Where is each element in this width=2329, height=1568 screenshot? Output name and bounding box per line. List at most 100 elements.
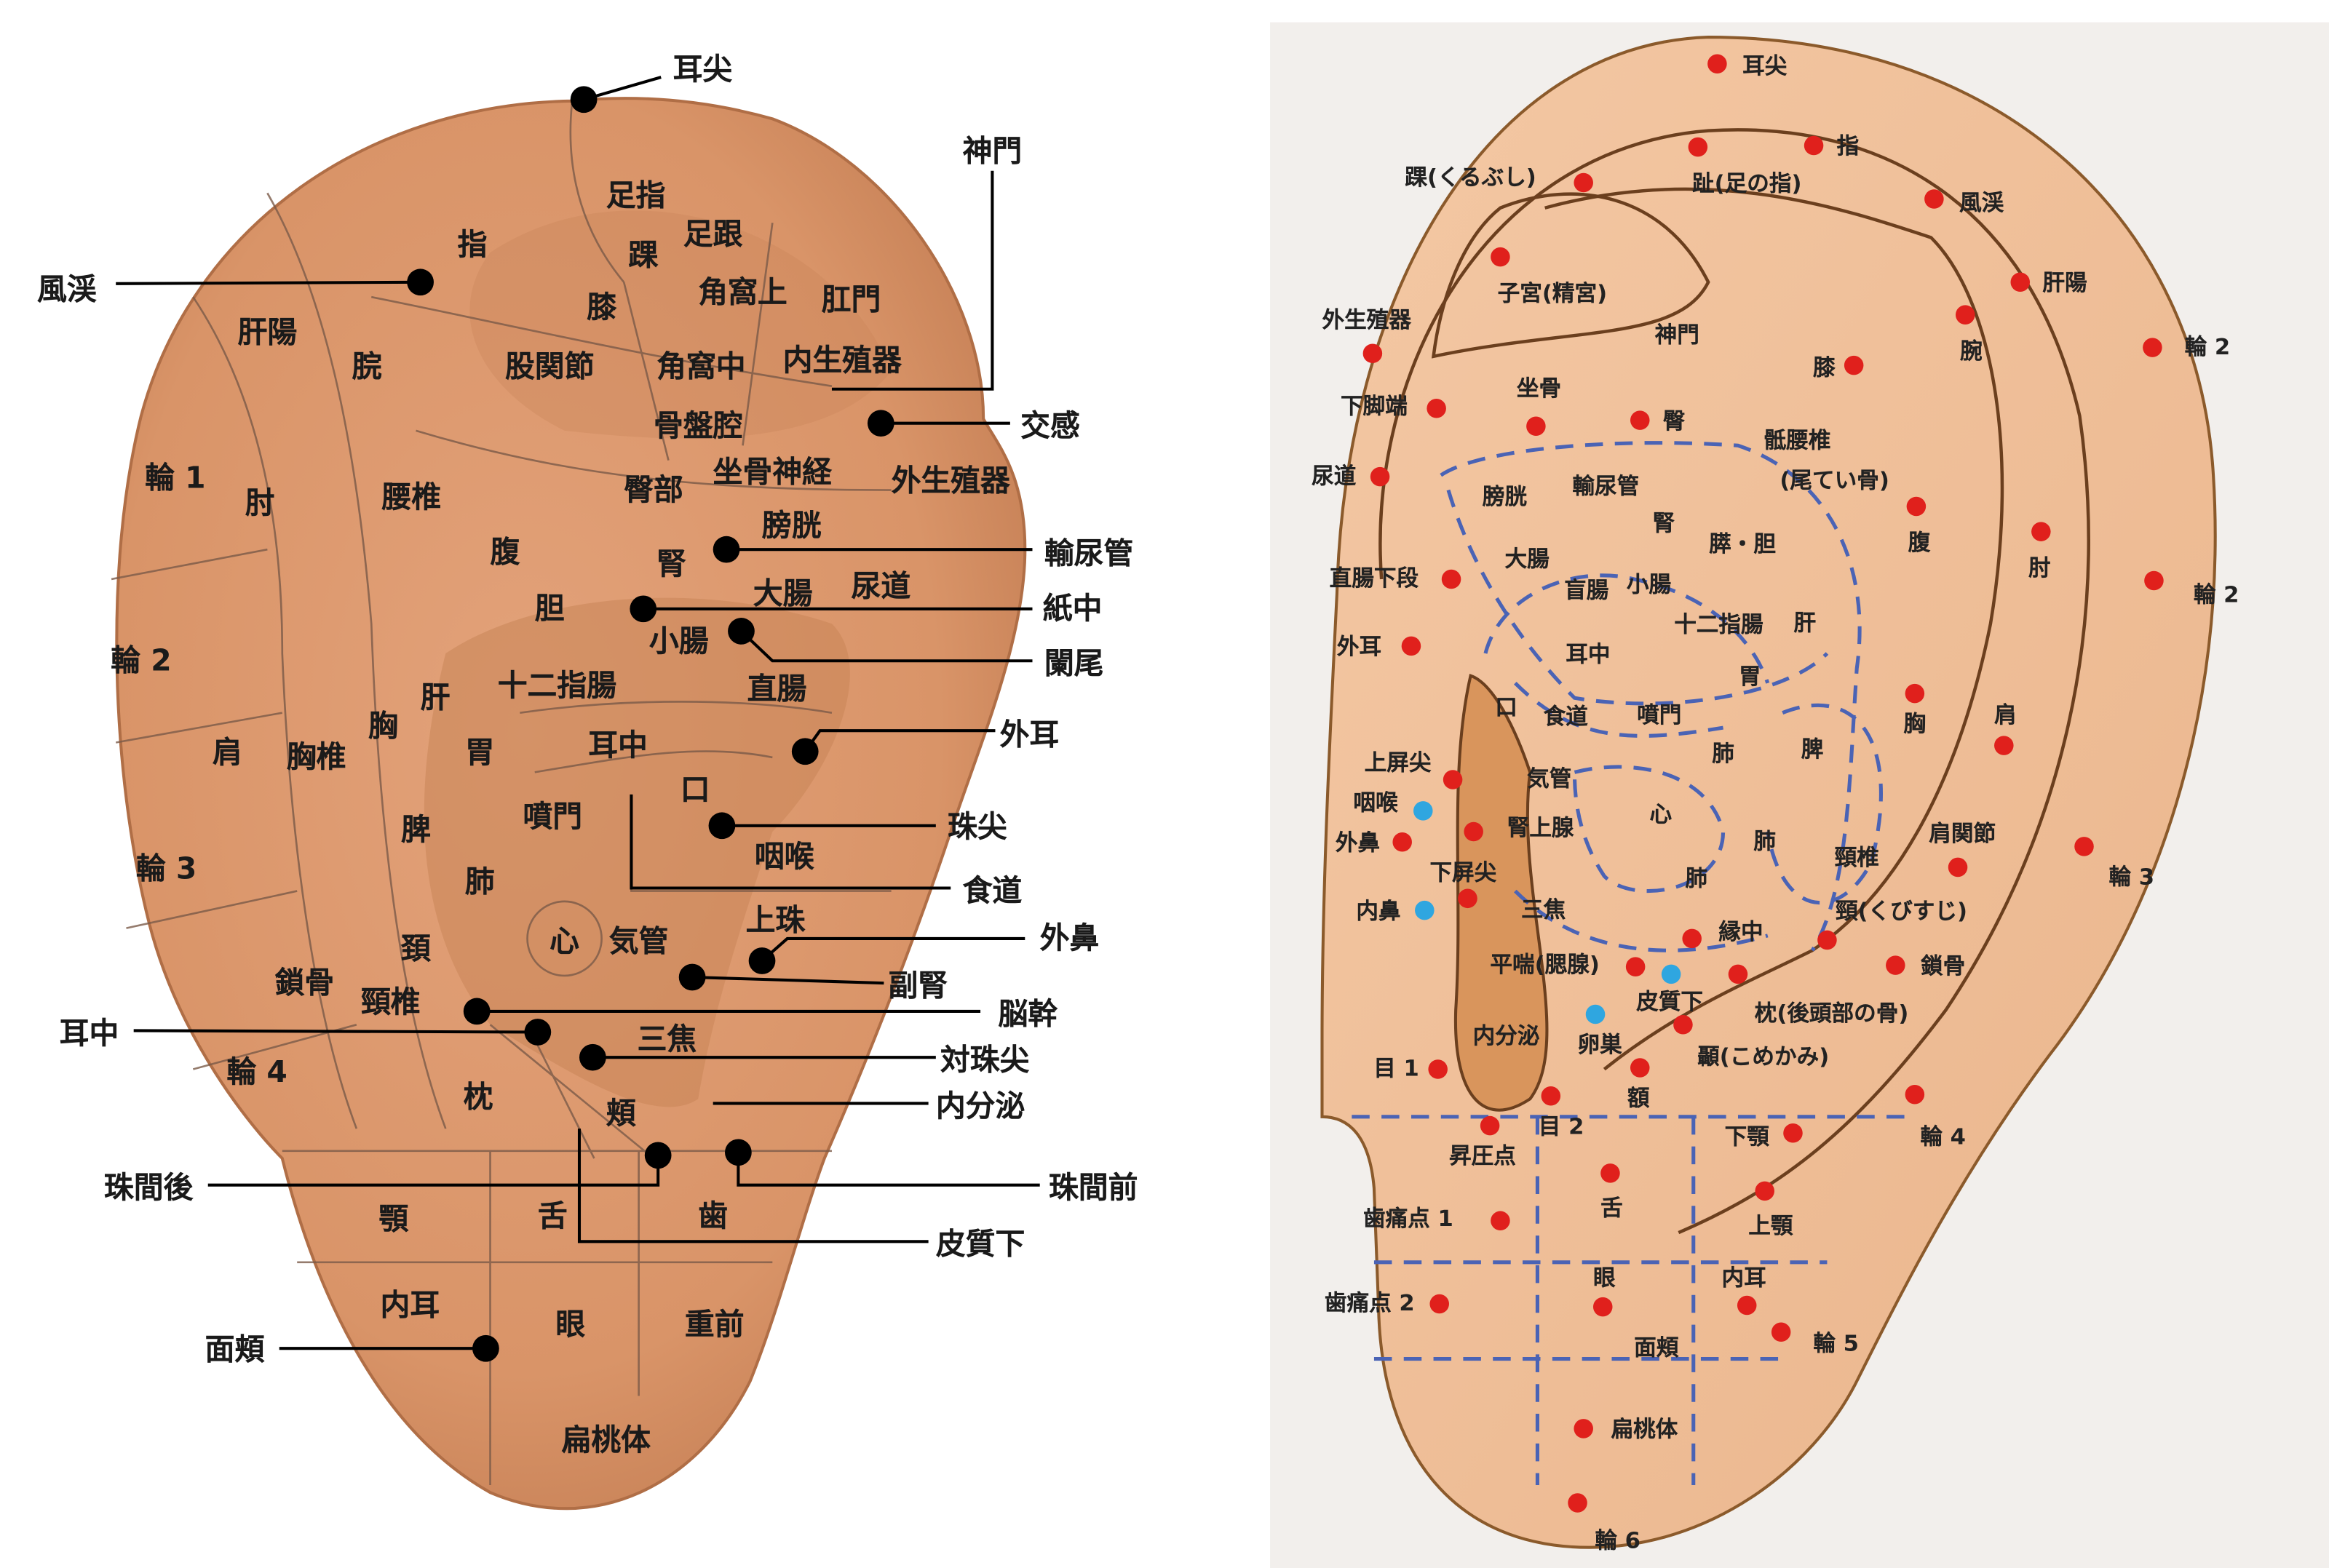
right-ear-outline: [1320, 35, 2217, 1549]
left-acupoint-label: 紙中: [1042, 590, 1103, 626]
right-acupoint-red-marker: [1443, 770, 1463, 789]
left-acupoint-label: 輪 1: [145, 459, 206, 496]
right-acupoint-label: 胃: [1738, 663, 1761, 691]
right-acupoint-red-marker: [1625, 957, 1646, 976]
left-acupoint-marker: [713, 536, 740, 563]
left-acupoint-label: 尿道: [851, 568, 911, 604]
right-acupoint-label: 臀: [1662, 407, 1686, 434]
left-acupoint-label: 輪 3: [135, 850, 197, 886]
right-acupoint-red-marker: [1737, 1295, 1757, 1316]
left-acupoint-label: 股関節: [504, 348, 595, 384]
right-acupoint-red-marker: [1541, 1086, 1561, 1106]
right-acupoint-red-marker: [1955, 305, 1975, 325]
left-acupoint-label: 神門: [962, 132, 1023, 169]
right-acupoint-label: 肺: [1753, 827, 1777, 855]
right-acupoint-red-marker: [1370, 466, 1390, 487]
right-acupoint-label: 踝(くるぶし): [1405, 164, 1536, 191]
left-acupoint-label: 角窩上: [698, 274, 787, 310]
right-acupoint-label: 輪 3: [2108, 863, 2155, 891]
right-acupoint-label: 扁桃体: [1611, 1416, 1678, 1443]
right-acupoint-label: 肘: [2028, 554, 2051, 582]
left-acupoint-label: 気管: [608, 923, 669, 959]
right-acupoint-label: 三焦: [1520, 896, 1566, 923]
right-acupoint-label: 眼: [1592, 1264, 1616, 1292]
left-acupoint-label: 歯: [698, 1198, 729, 1234]
right-acupoint-red-marker: [1491, 1211, 1510, 1230]
right-acupoint-label: 平喘(腮腺): [1490, 951, 1600, 978]
left-acupoint-marker: [524, 1019, 552, 1046]
right-acupoint-red-marker: [1458, 888, 1477, 909]
right-acupoint-label: 盲腸: [1564, 576, 1609, 604]
left-ear-zone-lines: [111, 103, 892, 1485]
right-acupoint-red-marker: [1574, 172, 1593, 193]
right-acupoint-label: 肝: [1793, 609, 1817, 637]
right-acupoint-red-marker: [1491, 247, 1510, 267]
right-acupoint-red-marker: [1630, 1058, 1650, 1078]
left-acupoint-label: 肝: [420, 679, 451, 715]
right-acupoint-red-marker: [1600, 1163, 1620, 1183]
right-acupoint-label: 歯痛点 1: [1362, 1205, 1453, 1233]
left-acupoint-marker: [407, 268, 434, 296]
left-acupoint-label: 頚: [401, 930, 431, 966]
left-acupoint-label: 耳中: [588, 727, 648, 763]
left-acupoint-label: 重前: [684, 1306, 745, 1342]
left-ear-concha: [424, 597, 850, 1107]
right-acupoint-label: 下顎: [1724, 1123, 1769, 1150]
left-acupoint-label: 珠間前: [1048, 1169, 1138, 1206]
right-acupoint-label: 下屏尖: [1429, 859, 1497, 886]
right-acupoint-red-marker: [1568, 1493, 1587, 1513]
right-acupoint-label: 小腸: [1626, 570, 1672, 598]
right-acupoint-label: 目 1: [1373, 1055, 1419, 1082]
right-acupoint-label: 鎖骨: [1920, 952, 1966, 980]
right-acupoint-label: 咽喉: [1353, 789, 1398, 816]
right-acupoint-red-marker: [1728, 964, 1748, 984]
right-acupoint-label: 内耳: [1721, 1264, 1766, 1292]
right-acupoint-red-marker: [1630, 410, 1650, 430]
left-acupoint-label: 頬: [606, 1095, 636, 1131]
right-acupoint-red-marker: [2143, 338, 2162, 357]
left-acupoint-label: 舌: [537, 1198, 568, 1234]
right-acupoint-label: 面頬: [1634, 1334, 1679, 1361]
left-acupoint-label: 交感: [1020, 407, 1080, 444]
left-acupoint-label: 上珠: [745, 902, 806, 938]
left-acupoint-marker: [570, 86, 598, 114]
right-acupoint-label: 気管: [1527, 765, 1572, 792]
right-ear-zone-lines: [1352, 441, 1916, 1485]
left-acupoint-label: 噴門: [523, 798, 583, 835]
left-acupoint-label: 内生殖器: [782, 342, 902, 378]
left-acupoint-marker: [728, 618, 755, 645]
right-acupoint-label: 頸(くびすじ): [1835, 897, 1968, 925]
left-acupoint-label: 口: [680, 771, 710, 808]
right-acupoint-label: 縁中: [1718, 918, 1763, 946]
right-acupoint-red-marker: [1526, 416, 1546, 437]
right-acupoint-label: 腕: [1960, 338, 1983, 365]
right-acupoint-red-marker: [1886, 955, 1905, 975]
left-acupoint-label: 大腸: [753, 575, 813, 611]
left-acupoint-marker: [725, 1139, 752, 1166]
left-acupoint-label: 風渓: [37, 271, 97, 307]
left-acupoint-label: 肩: [212, 734, 242, 771]
right-acupoint-label: 歯痛点 2: [1324, 1289, 1415, 1317]
left-acupoint-label: 脾: [401, 811, 431, 848]
right-acupoint-label: 子宮(精宮): [1497, 279, 1608, 307]
right-acupoint-red-marker: [1844, 355, 1864, 375]
left-acupoint-label: 指: [457, 226, 488, 263]
left-acupoint-marker: [678, 963, 706, 991]
left-acupoint-label: 外生殖器: [891, 462, 1010, 498]
right-acupoint-label: 胸: [1903, 710, 1927, 738]
right-acupoint-label: 腹: [1908, 529, 1931, 557]
left-acupoint-label: 咽喉: [754, 838, 814, 875]
left-acupoint-label: 内耳: [380, 1286, 440, 1323]
right-acupoint-label: 腎上腺: [1507, 814, 1574, 842]
right-acupoint-red-marker: [1905, 1084, 1925, 1105]
left-acupoint-label: 肺: [464, 863, 495, 899]
right-acupoint-label: 風渓: [1959, 189, 2004, 216]
right-acupoint-label: 上顎: [1748, 1212, 1793, 1240]
left-acupoint-label: 耳尖: [672, 51, 733, 87]
right-acupoint-label: 膀胱: [1482, 483, 1528, 511]
left-acupoint-label: 外耳: [999, 716, 1060, 752]
right-acupoint-red-marker: [1673, 1015, 1693, 1035]
right-acupoint-label: 肝陽: [2042, 269, 2087, 297]
